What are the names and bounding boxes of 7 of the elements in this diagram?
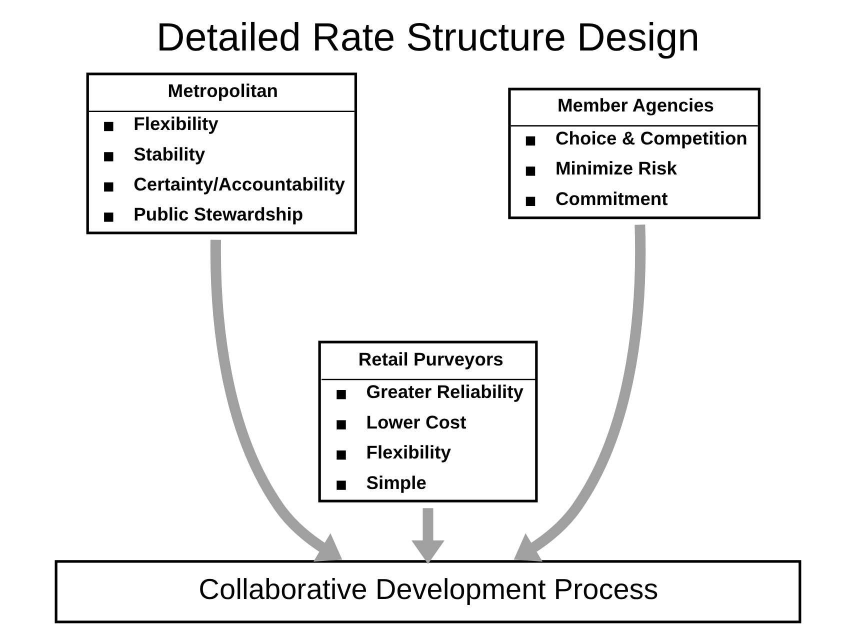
arrow: [514, 224, 646, 562]
arrow: [210, 240, 342, 562]
node-box: Member Agencies Choice & Competition Minimize Risk Commitment: [508, 88, 760, 220]
diagram-title: Detailed Rate Structure Design: [156, 15, 700, 60]
node-box: Collaborative Development Process: [54, 560, 802, 624]
arrow: [411, 508, 445, 564]
node-box: Metropolitan Flexibility Stability Certainty/Accountability Public Stewardship: [86, 72, 358, 234]
